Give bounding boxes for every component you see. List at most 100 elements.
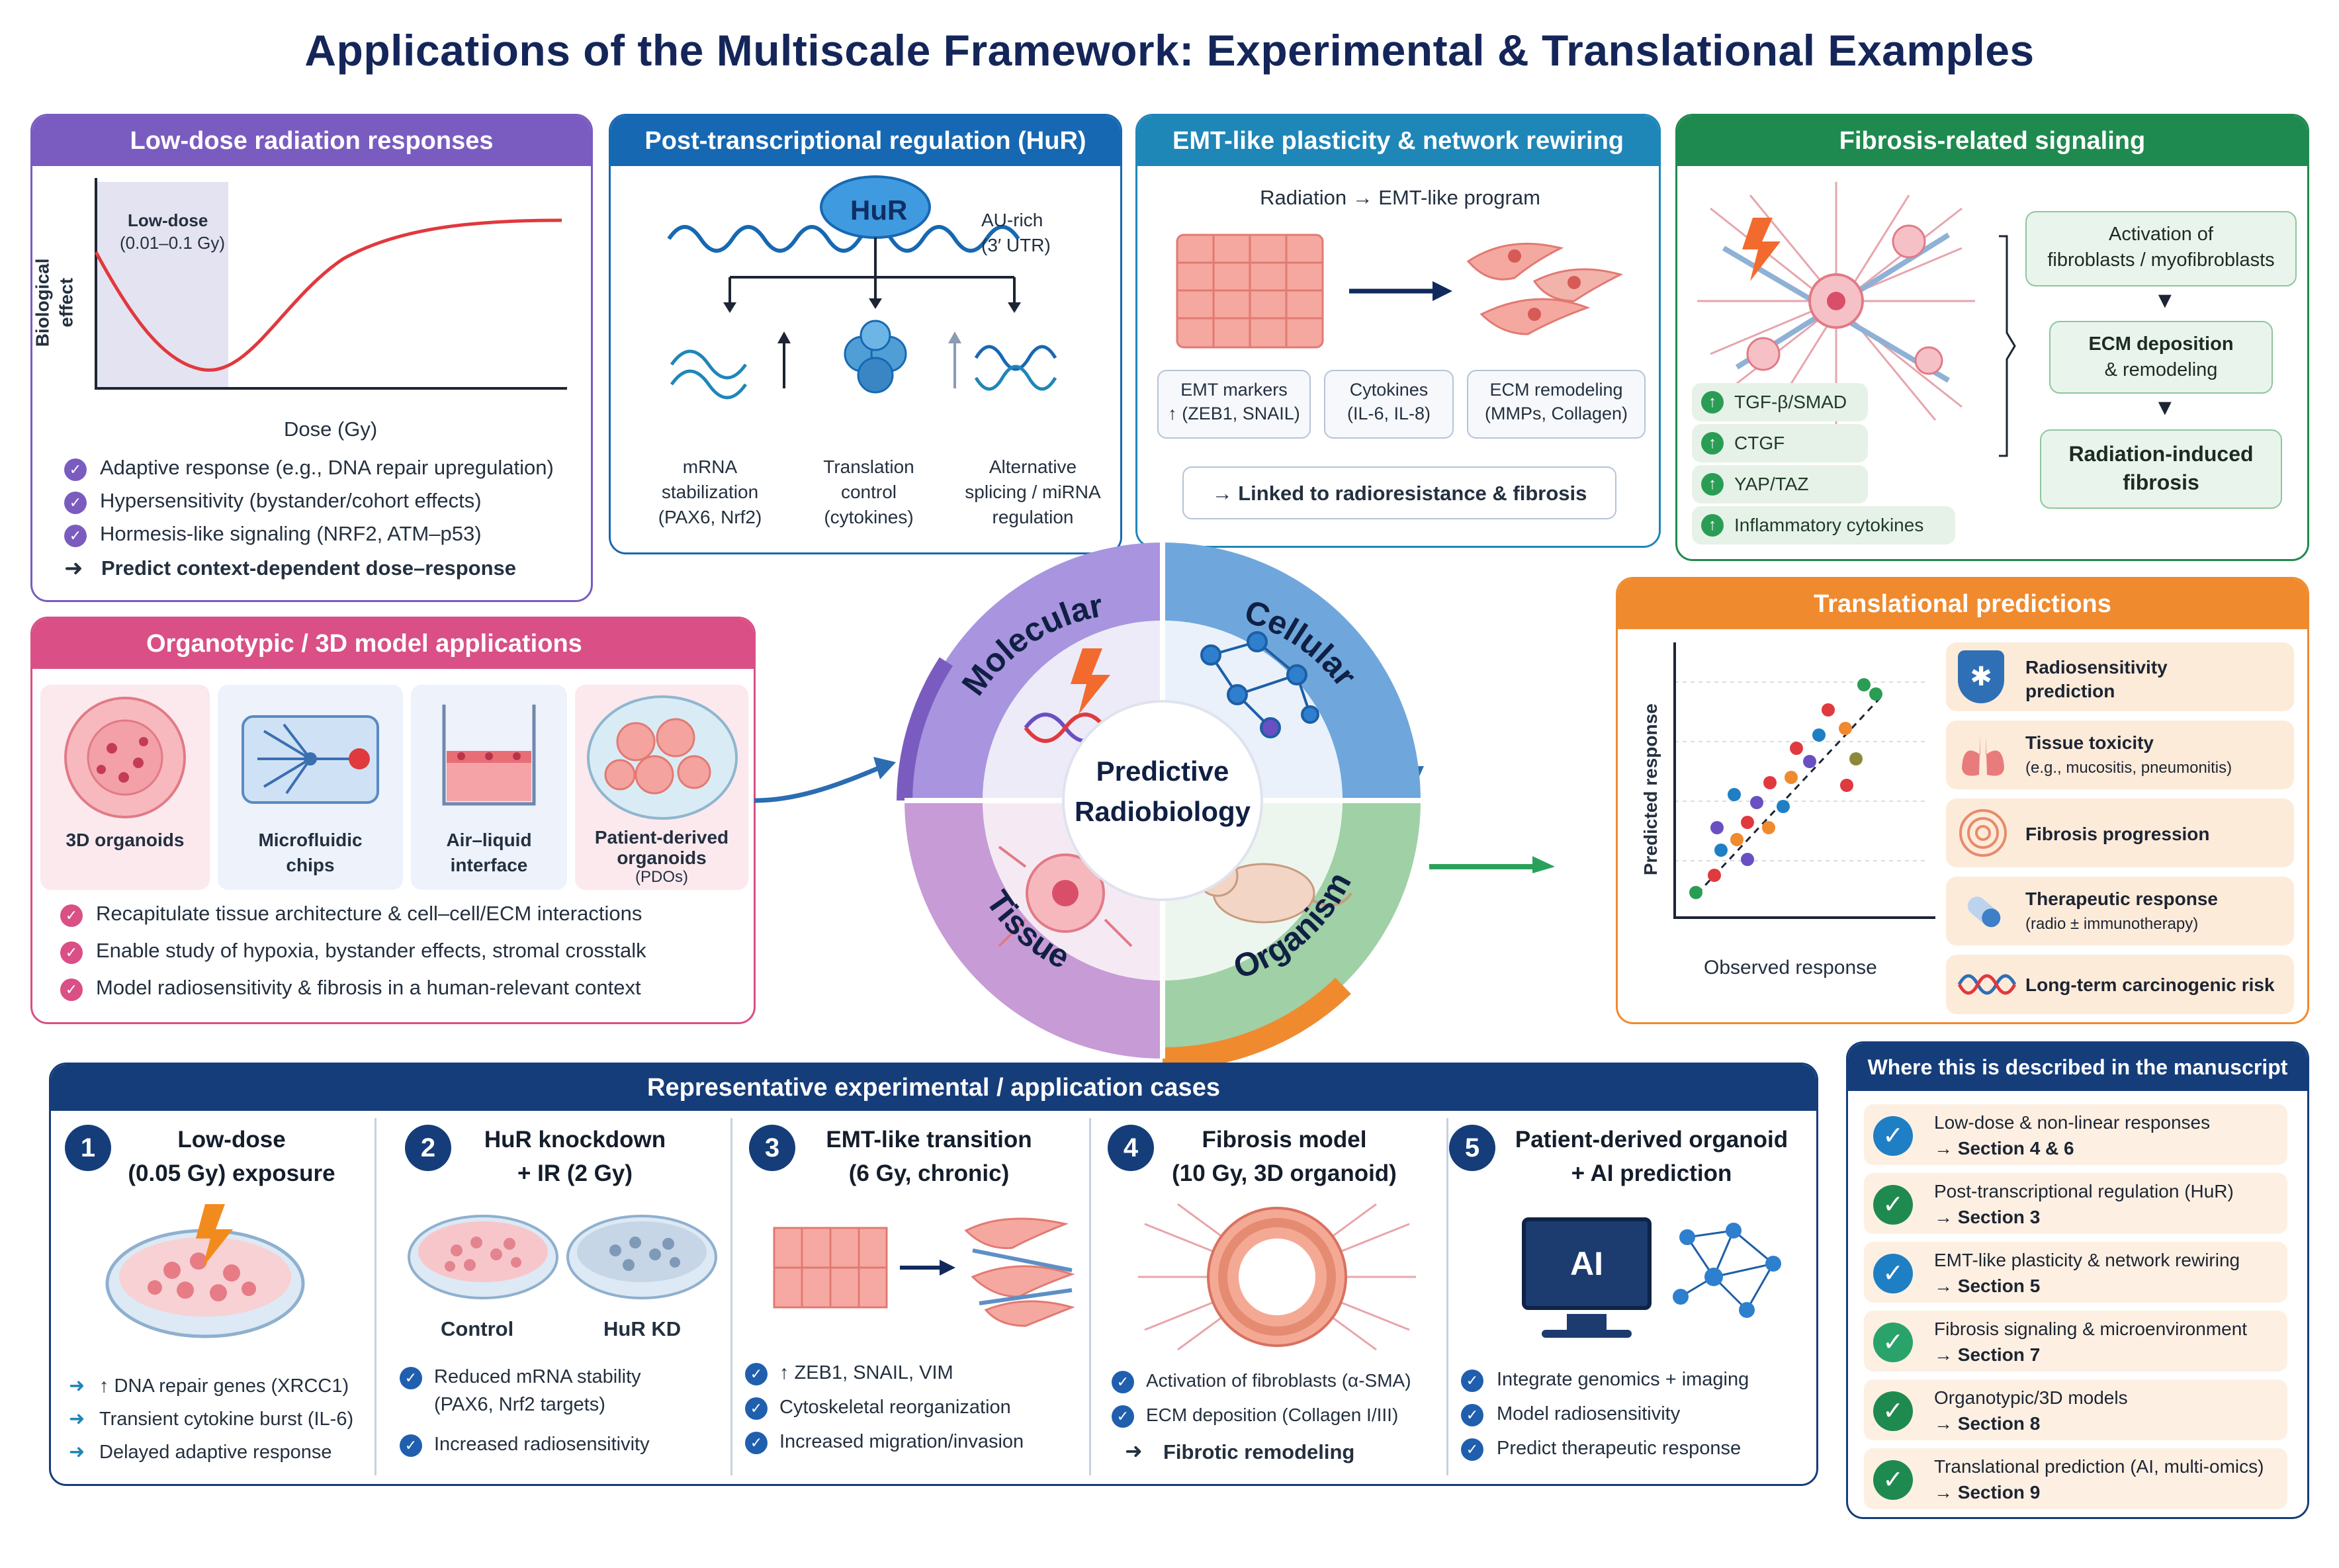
arrow-down-icon: ▼ <box>2154 395 2176 420</box>
arrow-right-icon: ➜ <box>1125 1439 1143 1463</box>
check-icon: ✓ <box>60 979 83 1001</box>
emt-panel: EMT-like plasticity & network rewiring R… <box>1135 114 1661 548</box>
lowdose-bullet-1: Adaptive response (e.g., DNA repair upre… <box>100 456 554 479</box>
model-illustrations <box>64 695 738 820</box>
dose-response-curve <box>94 178 567 390</box>
check-icon: ✓ <box>1461 1370 1483 1392</box>
hur-au-rich: AU-rich <box>981 210 1043 230</box>
connector-arrows <box>754 757 1555 873</box>
check-icon: ✓ <box>64 458 87 481</box>
lungs-icon <box>1962 735 2004 776</box>
check-circle-icon: ✓ <box>1873 1185 1913 1225</box>
case-3-number: 3 <box>749 1125 795 1171</box>
case-4-bullet-2: ECM deposition (Collagen I/III) <box>1146 1405 1399 1425</box>
case-4-conclusion: Fibrotic remodeling <box>1163 1440 1355 1463</box>
check-icon: ✓ <box>60 941 83 964</box>
emt-transition-diagram <box>1176 234 1624 349</box>
organo-bullet-1: Recapitulate tissue architecture & cell–… <box>96 902 642 925</box>
scatter-point <box>1762 821 1775 834</box>
organoid-sphere-icon <box>64 697 186 818</box>
low-dose-region-range: (0.01–0.1 Gy) <box>120 233 225 253</box>
petri-dish-irradiated <box>105 1204 305 1338</box>
check-circle-icon: ✓ <box>1873 1254 1913 1293</box>
check-circle-icon: ✓ <box>1873 1391 1913 1431</box>
emt-chip-markers: EMT markers↑ (ZEB1, SNAIL) <box>1157 370 1311 439</box>
organotypic-header: Organotypic / 3D model applications <box>32 619 754 669</box>
manuscript-item-3: ✓EMT-like plasticity & network rewiring→… <box>1864 1242 2287 1303</box>
capsule-icon <box>1967 896 2001 928</box>
pdo-dish-icon <box>587 695 738 820</box>
translational-x-label: Observed response <box>1704 957 1877 979</box>
mrna-strand <box>667 225 1020 253</box>
multiscale-wheel: Molecular Cellular Tissue Organism <box>897 543 1424 1070</box>
manuscript-item-2: ✓Post-transcriptional regulation (HuR)→ … <box>1864 1173 2287 1234</box>
case-4-number: 4 <box>1108 1125 1154 1171</box>
check-icon: ✓ <box>1461 1404 1483 1426</box>
ribosome-icon <box>844 320 907 394</box>
emt-chip-cytokines: Cytokines(IL-6, IL-8) <box>1324 370 1454 439</box>
response-curve <box>94 218 562 372</box>
case-3-bullet-2: Cytoskeletal reorganization <box>779 1397 1011 1418</box>
organotypic-panel: Organotypic / 3D model applications <box>30 617 756 1024</box>
trend-line <box>1696 694 1884 895</box>
check-icon: ✓ <box>745 1397 768 1420</box>
case-5-bullet-3: Predict therapeutic response <box>1497 1438 1742 1459</box>
case-2-kd-label: HuR KD <box>603 1317 682 1340</box>
arrow-right-icon: ➜ <box>64 556 83 581</box>
translational-item-3: Fibrosis progression <box>1946 799 2294 867</box>
shield-icon: ✱ <box>1958 650 2004 703</box>
scatter-point <box>1790 742 1803 755</box>
arrow-up-icon: ↑ <box>1701 514 1724 537</box>
translational-y-label: Predicted response <box>1640 703 1661 876</box>
fibrosis-bracket <box>1999 235 2016 457</box>
splicing-icon <box>974 345 1057 391</box>
prediction-scatter <box>1673 642 1935 919</box>
scatter-point <box>1728 788 1741 801</box>
scatter-point <box>1730 833 1743 846</box>
case-3-bullet-1: ↑ ZEB1, SNAIL, VIM <box>779 1362 953 1383</box>
hur-protein-label: HuR <box>850 195 908 226</box>
lowdose-bullet-3: Hormesis-like signaling (NRF2, ATM–p53) <box>100 522 482 545</box>
case-5-title: Patient-derived organoid+ AI prediction <box>1515 1127 1788 1186</box>
scatter-point <box>1763 776 1777 789</box>
fibrosis-swirl-icon <box>1959 809 2007 857</box>
mesenchymal-cells-icon <box>1466 242 1624 335</box>
emt-chip-ecm: ECM remodeling(MMPs, Collagen) <box>1467 370 1646 439</box>
dna-icon <box>1957 974 2016 995</box>
emt-link-box: → Linked to radioresistance & fibrosis <box>1182 466 1616 519</box>
air-liquid-interface-icon <box>442 705 536 806</box>
case-4-bullet-1: Activation of fibroblasts (α-SMA) <box>1146 1370 1411 1391</box>
pathway-yap-taz: ↑YAP/TAZ <box>1692 465 1868 503</box>
page-title: Applications of the Multiscale Framework… <box>304 26 2035 75</box>
case-2-bullet-1b: (PAX6, Nrf2 targets) <box>434 1394 605 1415</box>
arrow-icon: ➜ <box>69 1375 85 1397</box>
arrow-up-icon: ↑ <box>1701 473 1724 496</box>
emt-program-label: Radiation → EMT-like program <box>1260 186 1540 209</box>
epithelial-cells-icon <box>1176 234 1324 349</box>
lowdose-conclusion: Predict context-dependent dose–response <box>101 556 517 580</box>
scatter-point <box>1750 796 1763 809</box>
check-icon: ✓ <box>745 1432 768 1454</box>
neural-network-icon <box>1673 1223 1781 1318</box>
case-2-control-label: Control <box>441 1317 514 1340</box>
case-2-bullet-1: Reduced mRNA stability <box>434 1366 641 1387</box>
lowdose-y-label: Biological effect <box>32 258 77 347</box>
hur-utr: (3′ UTR) <box>981 235 1051 255</box>
scatter-point <box>1741 853 1754 866</box>
hur-kd-dish <box>566 1215 717 1299</box>
check-icon: ✓ <box>1112 1405 1134 1428</box>
scatter-point <box>1785 771 1798 784</box>
low-dose-region-label: Low-dose <box>128 210 208 230</box>
check-icon: ✓ <box>1461 1438 1483 1461</box>
low-dose-panel: Low-dose radiation responses Low-dose (0… <box>30 114 593 602</box>
case-2-bullet-2: Increased radiosensitivity <box>434 1434 650 1455</box>
low-dose-region <box>96 182 228 388</box>
manuscript-panel: Where this is described in the manuscrip… <box>1846 1041 2309 1519</box>
case-5-number: 5 <box>1449 1125 1495 1171</box>
ai-monitor-icon: AI <box>1522 1217 1652 1310</box>
check-circle-icon: ✓ <box>1873 1460 1913 1500</box>
arrow-icon: ➜ <box>69 1409 85 1430</box>
